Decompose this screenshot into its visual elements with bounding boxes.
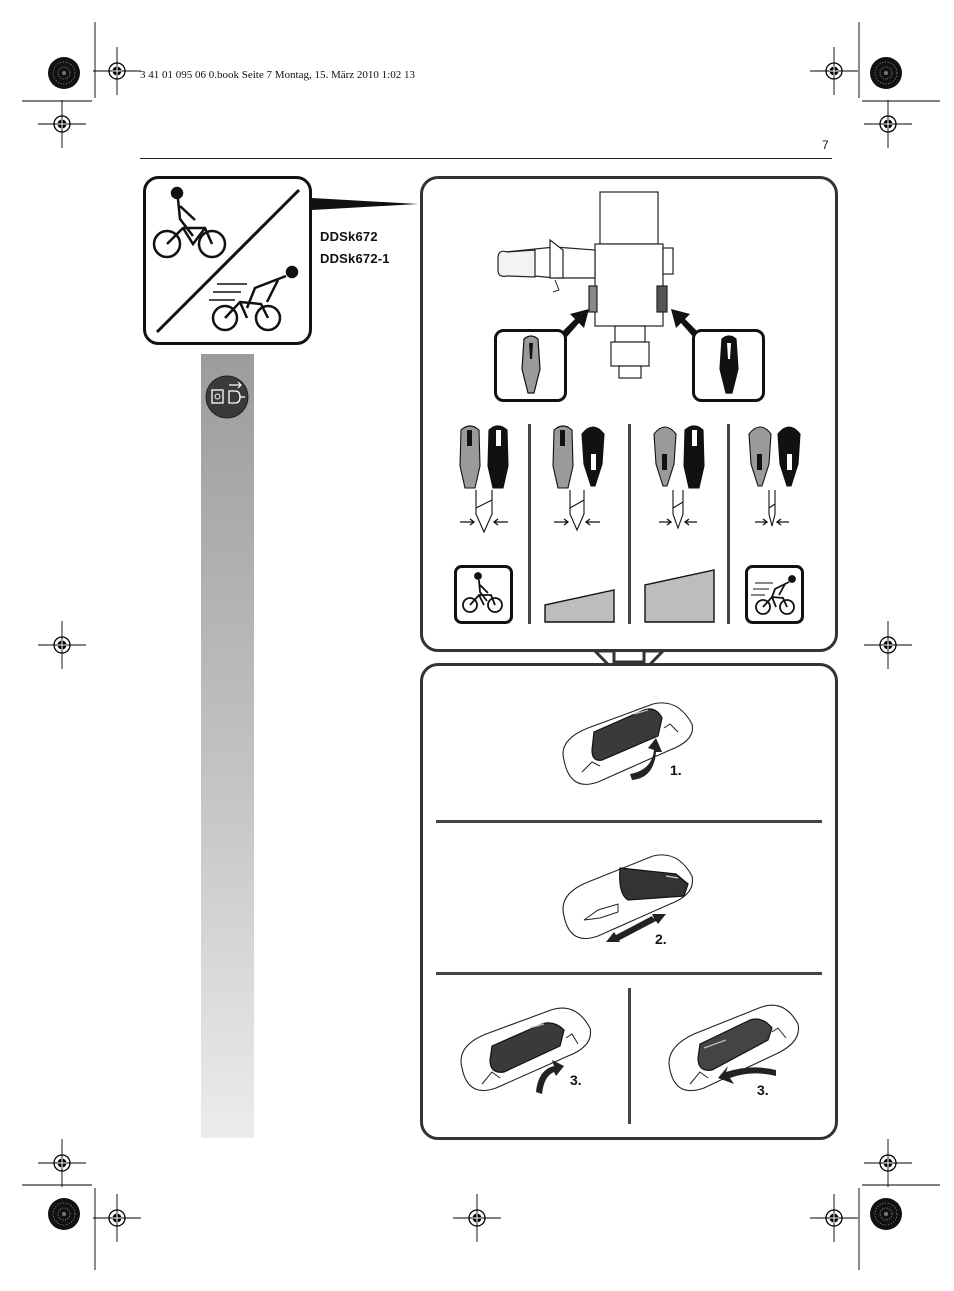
cap-light-box <box>494 329 567 402</box>
column-divider <box>727 424 730 624</box>
step3a-label: 3. <box>570 1072 582 1088</box>
speed-ramp-icon <box>644 569 715 623</box>
cyclist-slow-icon <box>152 186 227 259</box>
callout-wedge <box>312 198 418 210</box>
cyclist-slow-icon <box>454 565 513 624</box>
section-divider <box>436 820 822 823</box>
unplug-warning-icon <box>205 375 249 419</box>
gear-cap-pairs <box>459 425 801 489</box>
indicator-arrows <box>559 309 701 339</box>
model-label-1: DDSk672 <box>320 229 378 244</box>
cap-dark-box <box>692 329 765 402</box>
step2-label: 2. <box>655 931 667 947</box>
step3b-label: 3. <box>757 1082 769 1098</box>
section-divider <box>436 972 822 975</box>
drill-motor-illustration <box>497 191 674 379</box>
step2-pull-cap-illustration <box>562 854 694 942</box>
cyclist-fast-icon <box>745 565 804 624</box>
step3b-insert-cap-illustration <box>668 1004 800 1092</box>
step1-rotate-cap-illustration <box>562 702 694 785</box>
step3a-insert-cap-illustration <box>460 1007 592 1094</box>
side-gray-bar <box>201 354 254 1138</box>
column-divider <box>528 424 531 624</box>
speed-range-icon-box <box>143 176 312 345</box>
speed-ramp-icon <box>544 589 615 623</box>
step1-label: 1. <box>670 762 682 778</box>
header-rule <box>140 158 832 159</box>
drill-bit-icon <box>460 490 789 534</box>
section-divider <box>628 988 631 1124</box>
print-info: 3 41 01 095 06 0.book Seite 7 Montag, 15… <box>140 69 415 81</box>
column-divider <box>628 424 631 624</box>
page-number: 7 <box>822 138 829 152</box>
model-label-2: DDSk672-1 <box>320 251 390 266</box>
cyclist-fast-icon <box>209 265 299 332</box>
